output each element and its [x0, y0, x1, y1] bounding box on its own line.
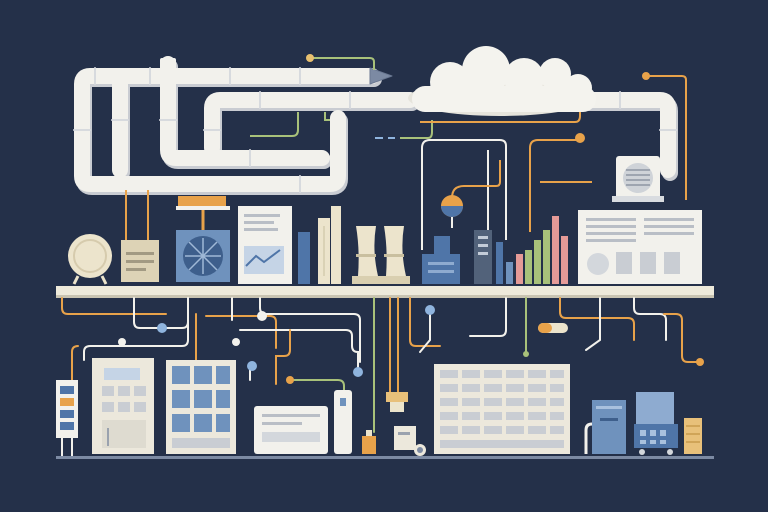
floor-line — [56, 456, 714, 459]
boiler-icon — [68, 234, 112, 285]
faucet-pipe-icon — [584, 422, 593, 454]
lower-wires — [61, 297, 701, 433]
main-shelf — [56, 286, 714, 297]
server-rack-icon — [474, 230, 492, 284]
building-grid-icon — [434, 364, 570, 454]
thermostat-icon — [441, 195, 463, 228]
server-box-icon — [422, 236, 460, 284]
binder-icon — [298, 206, 341, 284]
machine-icon — [254, 390, 352, 454]
control-panel-icon — [121, 190, 159, 282]
water-tank-icon — [592, 400, 626, 454]
keypad-cabinet-icon — [92, 358, 154, 454]
monitor-panel-icon — [238, 206, 292, 284]
pipe-nozzle-icon — [369, 67, 393, 85]
bar-graph-icon — [496, 216, 568, 284]
cloud-icon — [408, 46, 596, 116]
stacked-box-icon — [684, 418, 702, 454]
capsule-icon — [538, 323, 568, 333]
gauge-panel-icon — [56, 380, 78, 456]
fan-unit-icon — [176, 196, 230, 282]
valve-icon — [362, 392, 408, 454]
top-wires — [250, 54, 687, 250]
air-conditioner-icon — [612, 156, 664, 202]
air-handler-icon — [578, 210, 702, 284]
junction-dots — [118, 305, 704, 384]
cooling-tower-icon — [352, 226, 410, 284]
window-cabinet-icon — [166, 360, 236, 454]
cart-icon — [634, 392, 678, 455]
meter-icon — [394, 426, 426, 456]
top-pipe-network — [73, 56, 678, 195]
